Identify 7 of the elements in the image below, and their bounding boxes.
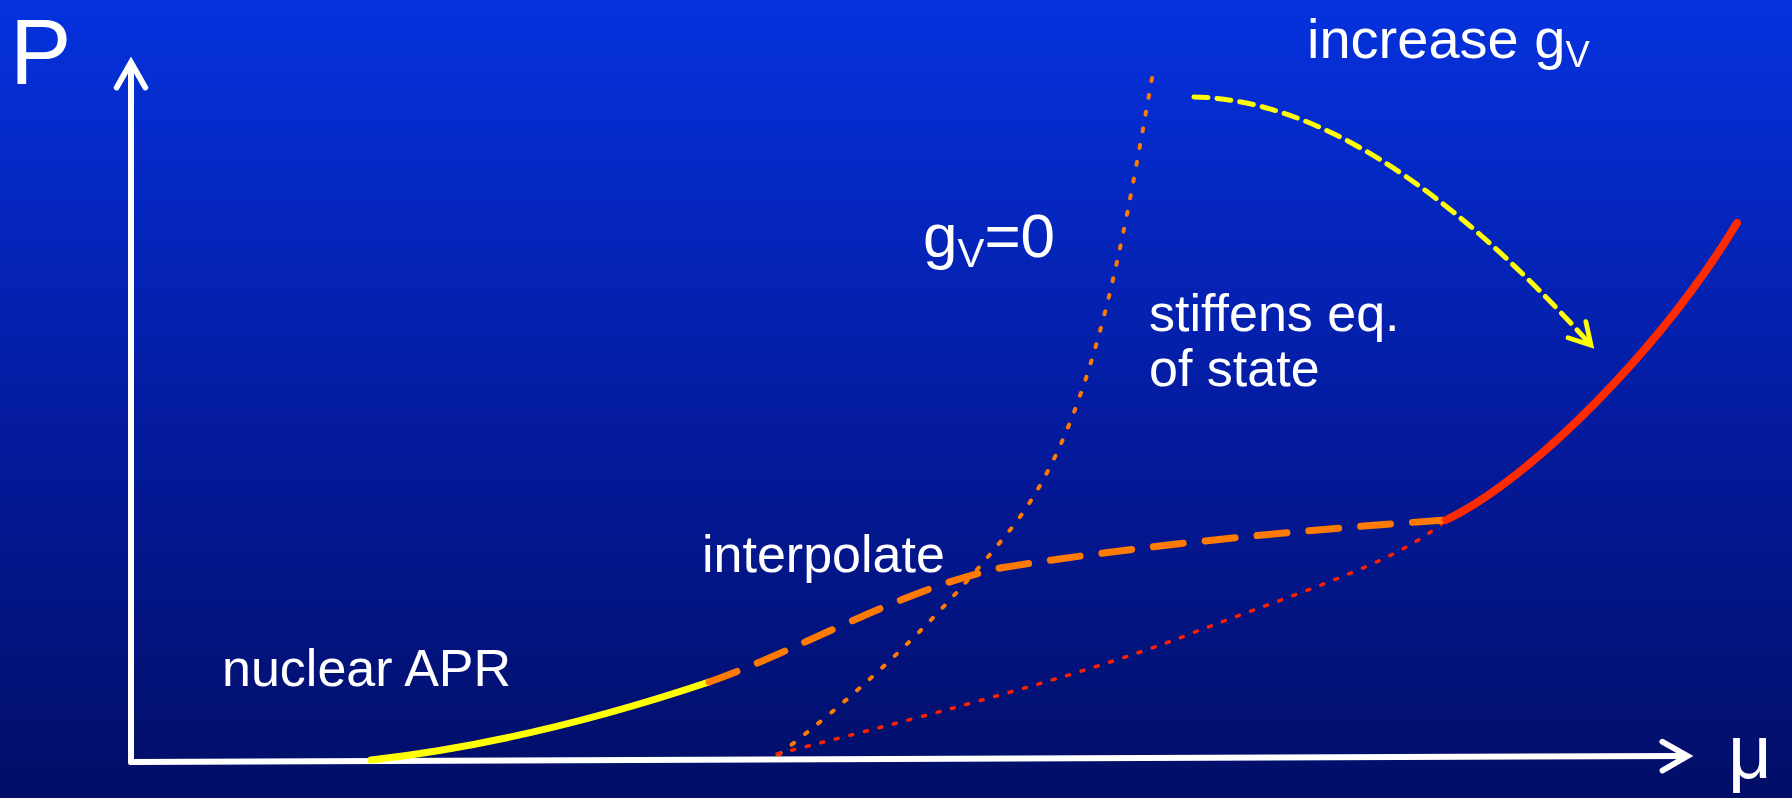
axis-label: μ <box>1728 712 1772 792</box>
curve-label: nuclear APR <box>222 641 512 696</box>
annotation: increase g$_{V}$ <box>1307 10 1590 75</box>
annotation: stiffens eq. of state <box>1149 286 1401 396</box>
curve-label: interpolate <box>702 527 945 582</box>
axis-label: P <box>10 4 72 101</box>
curve-label: g$_{V}$=0 <box>923 203 1056 276</box>
